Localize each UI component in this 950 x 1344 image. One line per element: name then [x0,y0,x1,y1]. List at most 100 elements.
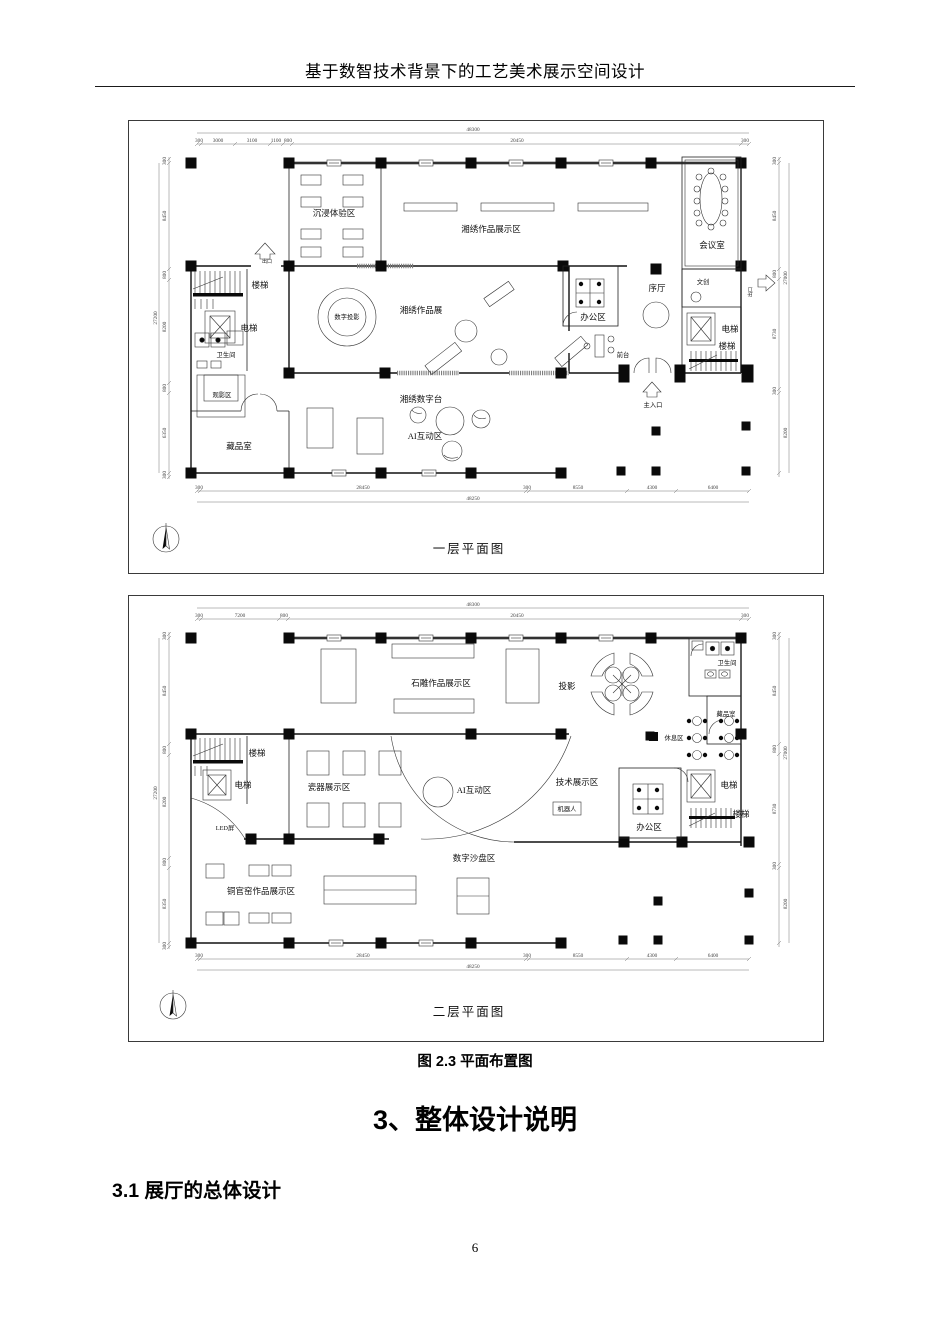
room-label-foyer: 序厅 [648,283,666,293]
dim-text: 300 [162,157,168,165]
floor1-furniture [152,156,776,553]
dim-text: 48250 [466,496,480,502]
room-label-toilet: 卫生间 [718,658,737,667]
room-label-immersive: 沉浸体验区 [313,208,356,218]
dim-text: 8450 [162,210,168,221]
dim-text: 8350 [162,898,168,909]
room-label-robot: 机器人 [558,804,578,813]
dim-text: 300 [162,632,168,640]
dim-text: 8200 [162,321,168,332]
subsection-heading: 3.1 展厅的总体设计 [112,1180,282,1202]
room-label-led-screen: LED屏 [216,824,235,832]
dim-text: 8450 [162,685,168,696]
dim-text: 1100 [271,138,282,144]
dim-text: 800 [772,745,778,753]
figure-floor2-frame: 48300 300 7200 800 20450 300 300 8450 80… [128,595,824,1042]
floor1-dimensions: 48300 300 3000 3100 1100 800 20450 300 3… [153,127,790,503]
dim-text: 800 [162,271,168,279]
dim-text: 4300 [647,953,658,959]
dim-text: 800 [162,858,168,866]
dim-text: 3100 [247,138,258,144]
dim-text: 300 [772,387,778,395]
dim-text: 300 [195,138,203,144]
dim-text: 800 [162,384,168,392]
dim-text: 800 [284,138,292,144]
room-label-digital-projection: 数字投影 [334,312,360,321]
room-label-exit-right: 出口 [747,287,754,297]
dim-text: 300 [195,613,203,619]
dim-text: 8200 [783,898,789,909]
room-label-digital-platform: 湘绣数字台 [400,394,443,404]
dim-text: 8550 [573,485,584,491]
dim-text: 8200 [783,427,789,438]
dim-text: 48300 [466,127,480,133]
room-label-stairs-right: 楼梯 [732,809,750,819]
room-label-projection: 投影 [558,681,576,691]
room-label-stairs-right: 楼梯 [718,341,736,351]
dim-text: 28450 [356,953,370,959]
floor1-labels: 沉浸体验区 湘绣作品展示区 会议室 文创 出口 楼梯 电梯 卫生间 观影区 藏品… [213,208,754,556]
dim-text: 300 [741,613,749,619]
room-label-office: 办公区 [580,312,606,322]
dim-text: 28450 [356,485,370,491]
room-label-meeting: 会议室 [699,240,725,250]
room-label-porcelain-display: 瓷器展示区 [308,782,351,792]
room-label-stone-display: 石雕作品展示区 [411,678,471,688]
room-label-tech-display: 技术展示区 [556,777,599,787]
dim-text: 8550 [573,953,584,959]
room-label-collection: 藏品室 [717,709,736,718]
dim-text: 800 [162,746,168,754]
dim-text: 300 [772,157,778,165]
dim-text: 300 [772,632,778,640]
document-header: 基于数智技术背景下的工艺美术展示空间设计 [305,62,645,81]
room-label-rest-area: 休息区 [665,733,684,742]
floor2-walls [190,636,742,944]
figure-floor1-frame: 48300 300 3000 3100 1100 800 20450 300 3… [128,120,824,574]
room-label-main-entrance: 主入口 [644,400,663,409]
dim-text: 27200 [153,786,159,800]
dim-text: 6400 [708,953,719,959]
dim-text: 4300 [647,485,658,491]
dim-text: 300 [772,862,778,870]
dim-text: 300 [162,471,168,479]
dim-text: 6350 [162,427,168,438]
room-label-elevator-right: 电梯 [721,324,739,334]
floor1-plan-drawing: 48300 300 3000 3100 1100 800 20450 300 3… [152,127,790,556]
room-label-embroidery-display: 湘绣作品展示区 [461,224,521,234]
dim-text: 300 [162,942,168,950]
room-label-sandbox: 数字沙盘区 [453,853,496,863]
floor1-columns [185,157,754,479]
dim-text: 8450 [772,685,778,696]
dim-text: 6400 [708,485,719,491]
dim-text: 800 [772,270,778,278]
room-label-reception: 前台 [617,350,630,359]
floor1-title: 一层平面图 [433,542,506,556]
floor1-windows [326,159,614,477]
header-divider [95,86,855,87]
dim-text: 7200 [235,613,246,619]
dim-text: 8200 [162,796,168,807]
dim-text: 300 [523,953,531,959]
dim-text: 300 [741,138,749,144]
room-label-collection: 藏品室 [226,441,252,451]
floor2-title: 二层平面图 [433,1005,506,1019]
floor2-plan-drawing: 48300 300 7200 800 20450 300 300 8450 80… [153,602,790,1020]
dim-text: 27000 [783,271,789,285]
dim-text: 27200 [153,311,159,325]
room-label-elevator-right: 电梯 [720,780,738,790]
dim-text: 800 [280,613,288,619]
dim-text: 20450 [510,138,524,144]
figure-caption: 图 2.3 平面布置图 [417,1054,533,1070]
dim-text: 8730 [772,328,778,339]
room-label-ai-zone: AI互动区 [457,785,492,795]
room-label-elevator-left: 电梯 [240,323,258,333]
room-label-viewing: 观影区 [213,390,232,399]
room-label-stairs-left: 楼梯 [251,280,269,290]
page-number: 6 [471,1240,479,1255]
floor2-furniture [159,640,740,1020]
room-label-toilet: 卫生间 [217,350,236,359]
room-label-ai-zone: AI互动区 [408,431,443,441]
dim-text: 27000 [783,746,789,760]
floor2-dimensions: 48300 300 7200 800 20450 300 300 8450 80… [153,602,790,971]
dim-text: 300 [195,485,203,491]
